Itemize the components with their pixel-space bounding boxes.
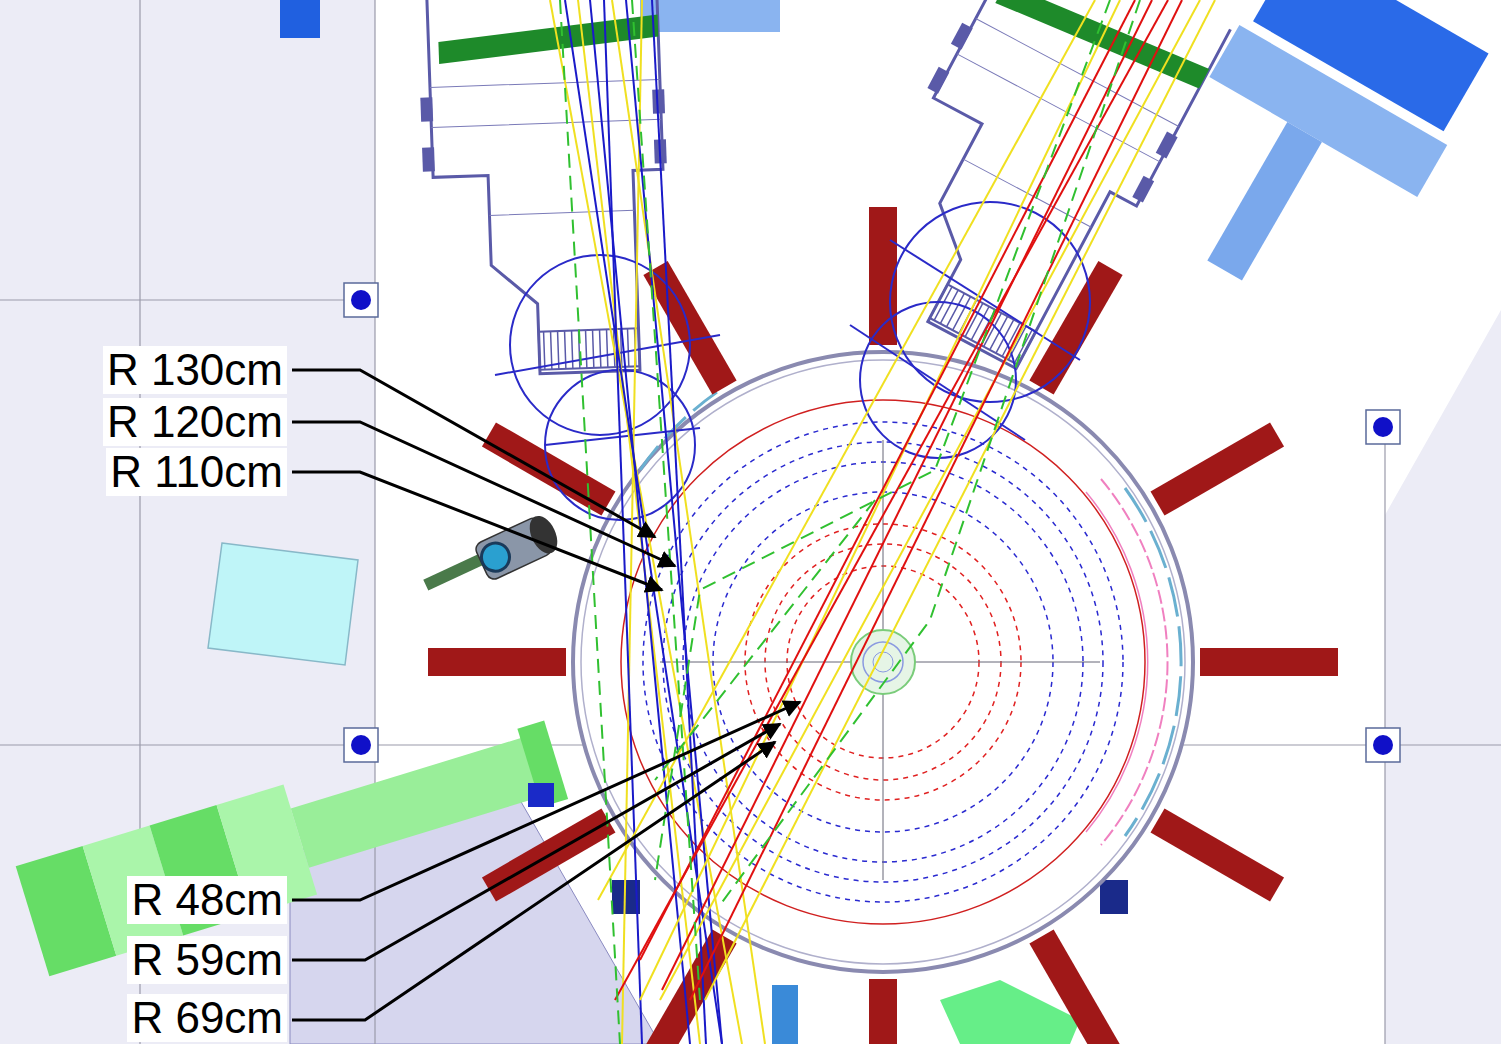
radius-label: R 69cm <box>127 994 287 1042</box>
diagnostic-tubes <box>416 0 1234 520</box>
radius-label: R 59cm <box>127 936 287 984</box>
radius-label: R 120cm <box>103 398 287 446</box>
leader-lines <box>292 370 800 1020</box>
sightlines <box>550 0 1215 1044</box>
radius-label: R 110cm <box>106 448 287 496</box>
radius-label: R 130cm <box>103 346 287 394</box>
equipment <box>16 0 1498 1044</box>
radius-label: R 48cm <box>127 876 287 924</box>
